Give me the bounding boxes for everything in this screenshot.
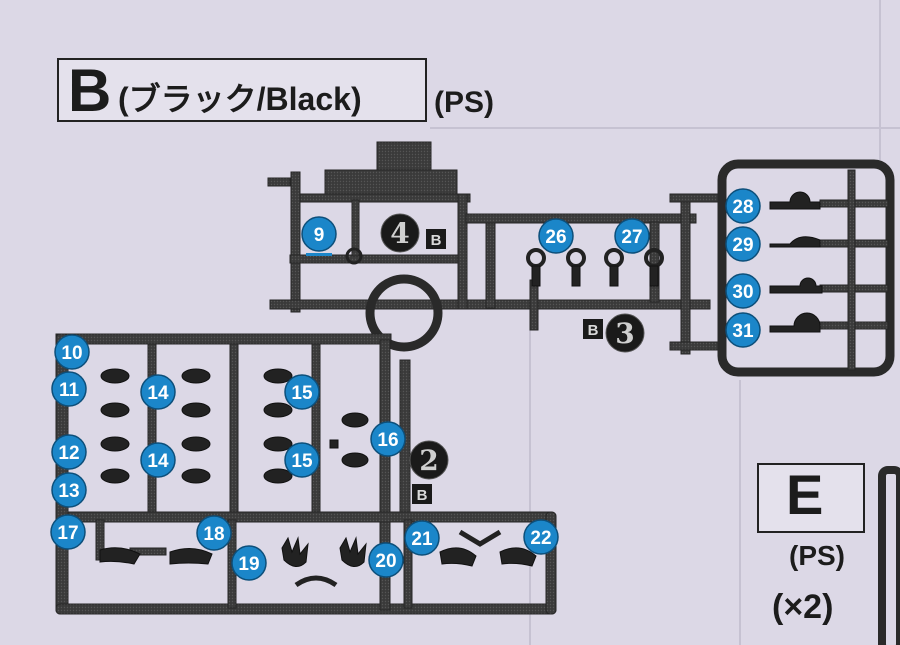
runner-id-2: 2 — [409, 440, 449, 480]
gate-mark-3: B — [412, 484, 432, 504]
part-badge-label: 11 — [59, 380, 80, 401]
runner-id-label: 3 — [615, 317, 634, 350]
part-badge-17: 17 — [50, 514, 86, 550]
part-badge-label: 10 — [61, 343, 82, 364]
part-badge-14: 14 — [140, 374, 176, 410]
part-badge-label: 28 — [732, 197, 753, 218]
part-badge-label: 29 — [732, 235, 753, 256]
gate-marks: B B B — [412, 229, 603, 504]
runner-e-material: (PS) — [789, 540, 845, 571]
gate-mark-label: B — [588, 322, 599, 339]
gate-mark-label: B — [417, 487, 428, 504]
background-guides — [430, 0, 900, 645]
part-badge-label: 22 — [530, 528, 551, 549]
part-badge-label: 15 — [291, 451, 313, 472]
part-badge-16: 16 — [370, 421, 406, 457]
part-number-badges: 9 10 11 12 13 14 14 15 15 16 17 18 19 20 21 22 26 27 28 29 3… — [50, 188, 761, 581]
part-badge-22: 22 — [523, 519, 559, 555]
part-badge-26: 26 — [538, 218, 574, 254]
runner-id-4: 4 — [380, 213, 420, 253]
part-badge-11: 11 — [51, 371, 87, 407]
part-badge-label: 30 — [732, 282, 753, 303]
part-badge-19: 19 — [231, 545, 267, 581]
part-badge-29: 29 — [725, 226, 761, 262]
gate-mark-1: B — [426, 229, 446, 249]
gate-mark-label: B — [431, 232, 442, 249]
part-9-underline — [306, 253, 332, 256]
runner-b-material: (PS) — [434, 86, 494, 119]
part-badge-28: 28 — [725, 188, 761, 224]
part-badge-label: 19 — [238, 554, 259, 575]
part-badge-label: 14 — [147, 383, 169, 404]
runner-b-label-box — [57, 58, 427, 122]
part-badge-27: 27 — [614, 218, 650, 254]
runner-b-letter: B — [68, 57, 112, 124]
runner-frame — [55, 141, 900, 645]
part-badge-20: 20 — [368, 542, 404, 578]
runner-id-badges: 4 3 2 — [380, 213, 645, 480]
part-badge-label: 31 — [732, 321, 754, 342]
part-badge-31: 31 — [725, 312, 761, 348]
gate-mark-2: B — [583, 319, 603, 339]
part-badge-30: 30 — [725, 273, 761, 309]
part-badge-label: 14 — [147, 451, 169, 472]
part-badge-14: 14 — [140, 442, 176, 478]
part-badge-label: 26 — [545, 227, 566, 248]
part-badge-18: 18 — [196, 515, 232, 551]
runner-e-label-box — [757, 463, 865, 533]
part-badge-21: 21 — [404, 520, 440, 556]
part-badge-15: 15 — [284, 442, 320, 478]
part-badge-label: 12 — [58, 443, 79, 464]
part-badge-15: 15 — [284, 374, 320, 410]
runner-id-label: 4 — [390, 217, 409, 250]
part-badge-label: 21 — [411, 529, 433, 550]
part-badge-label: 9 — [314, 225, 325, 246]
part-badge-9: 9 — [301, 216, 337, 252]
runner-id-3: 3 — [605, 313, 645, 353]
part-badge-label: 15 — [291, 383, 313, 404]
runner-id-label: 2 — [419, 444, 438, 477]
part-shapes — [99, 191, 823, 588]
part-badge-label: 13 — [58, 481, 79, 502]
part-badge-13: 13 — [51, 472, 87, 508]
part-badge-label: 27 — [621, 227, 642, 248]
runner-b-color-name: (ブラック/Black) — [118, 81, 362, 117]
part-badge-10: 10 — [54, 334, 90, 370]
runner-e-quantity: (×2) — [772, 588, 834, 626]
part-badge-label: 16 — [377, 430, 398, 451]
part-badge-label: 20 — [375, 551, 396, 572]
part-badge-12: 12 — [51, 434, 87, 470]
runner-e-letter: E — [786, 463, 824, 526]
part-badge-label: 18 — [203, 524, 224, 545]
part-badge-label: 17 — [57, 523, 78, 544]
